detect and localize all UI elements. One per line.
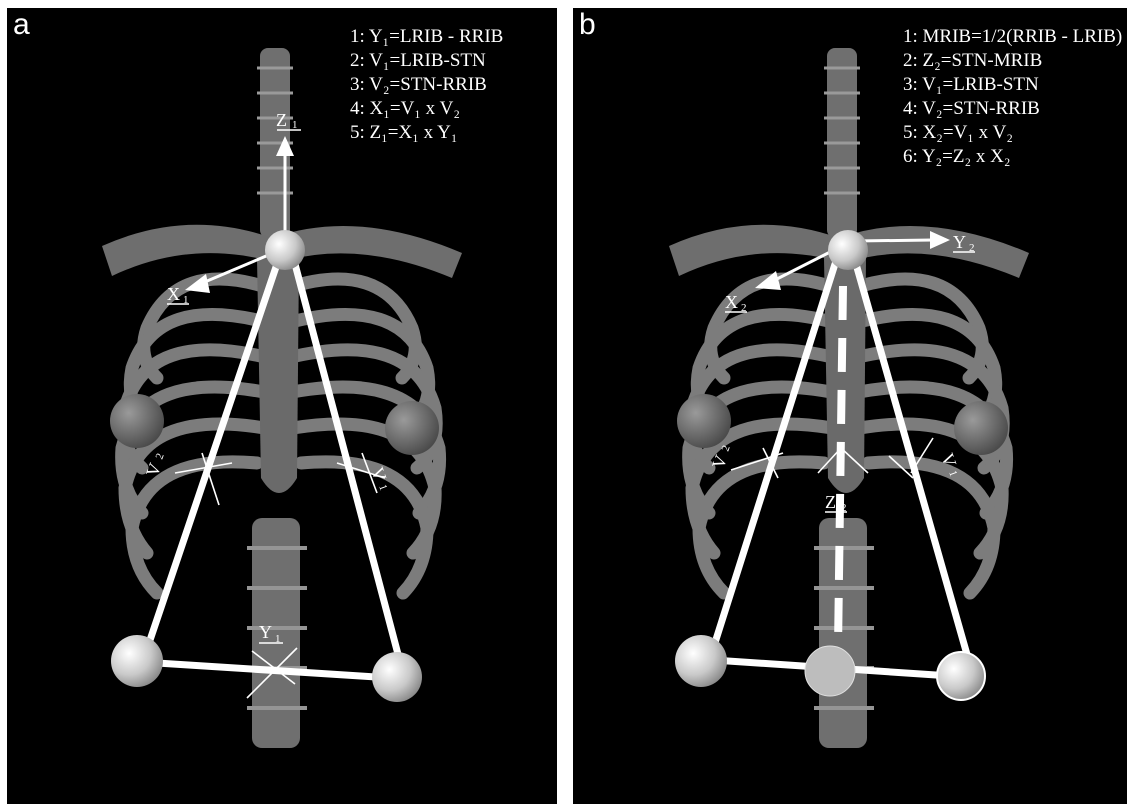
mid-rib-marker-b xyxy=(805,646,855,696)
svg-text:1: 1 xyxy=(376,483,389,492)
left-rib-marker-a xyxy=(372,652,422,702)
right-rib-marker-a xyxy=(111,635,163,687)
v1-label-b: V xyxy=(937,451,960,470)
z2-label: Z xyxy=(825,492,836,512)
right-rib-marker-b xyxy=(675,635,727,687)
equation-b-3: 3: V₁=LRIB-STN xyxy=(903,73,1122,97)
panel-a: Z 1 X 1 Y 1 V 2 V 1 a 1: Y₁=LRIB - RRIB … xyxy=(7,8,557,804)
panel-b: Y 2 X 2 Z 2 V 2 V 1 b 1: MRIB=1/2(RRIB -… xyxy=(573,8,1127,804)
equation-b-2: 2: Z₂=STN-MRIB xyxy=(903,49,1122,73)
equation-a-2: 2: V₁=LRIB-STN xyxy=(350,49,503,73)
equation-b-5: 5: X₂=V₁ x V₂ xyxy=(903,121,1122,145)
sternum-marker-b xyxy=(828,230,868,270)
equation-b-6: 6: Y₂=Z₂ x X₂ xyxy=(903,145,1122,169)
z1-label: Z xyxy=(276,110,287,130)
equations-a: 1: Y₁=LRIB - RRIB 2: V₁=LRIB-STN 3: V₂=S… xyxy=(350,25,503,145)
x2-label: X xyxy=(725,292,738,312)
equations-b: 1: MRIB=1/2(RRIB - LRIB) 2: Z₂=STN-MRIB … xyxy=(903,25,1122,169)
svg-text:2: 2 xyxy=(154,452,167,461)
y1-label: Y xyxy=(259,622,272,642)
panel-letter-a: a xyxy=(13,10,30,40)
v2-label-a: V xyxy=(142,460,165,479)
svg-text:1: 1 xyxy=(292,119,298,131)
equation-b-4: 4: V₂=STN-RRIB xyxy=(903,97,1122,121)
left-rib-marker-b xyxy=(937,652,985,700)
equation-a-4: 4: X₁=V₁ x V₂ xyxy=(350,97,503,121)
equation-a-3: 3: V₂=STN-RRIB xyxy=(350,73,503,97)
x1-label: X xyxy=(167,284,180,304)
sternum-marker-a xyxy=(265,230,305,270)
y2-label: Y xyxy=(953,232,966,252)
equation-b-1: 1: MRIB=1/2(RRIB - LRIB) xyxy=(903,25,1122,49)
equation-a-1: 1: Y₁=LRIB - RRIB xyxy=(350,25,503,49)
panel-letter-b: b xyxy=(579,10,596,40)
equation-a-5: 5: Z₁=X₁ x Y₁ xyxy=(350,121,503,145)
